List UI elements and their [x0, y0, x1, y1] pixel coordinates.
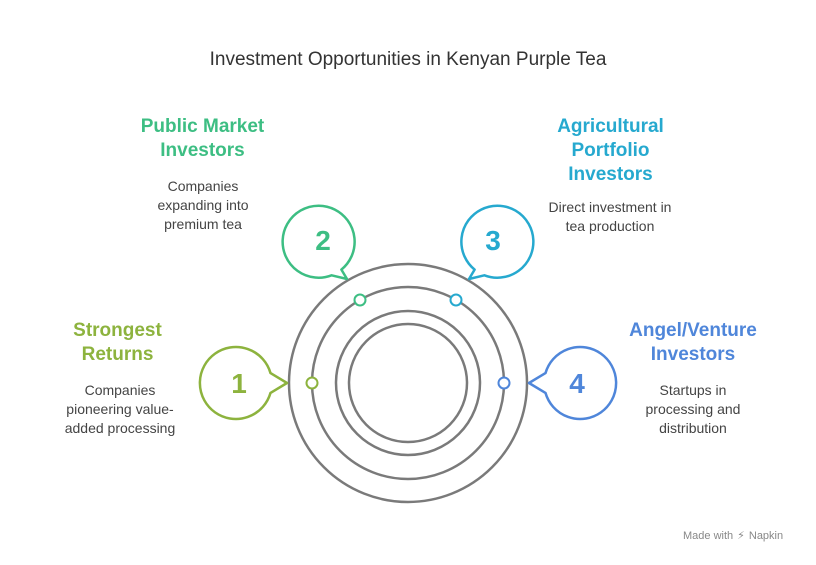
desc-line: Direct investment in — [548, 199, 672, 215]
badge-1: 1 — [198, 345, 289, 421]
heading-line: Investors — [650, 344, 736, 365]
heading-agricultural-portfolio-investors: Agricultural Portfolio Investors — [528, 115, 693, 187]
heading-line: Strongest — [73, 320, 162, 341]
badge-1-number: 1 — [231, 368, 247, 399]
badge-3-number: 3 — [485, 225, 501, 256]
connector-dot-4 — [497, 376, 511, 390]
desc-line: pioneering value- — [66, 401, 174, 417]
heading-line: Investors — [160, 140, 245, 161]
inner-ring — [347, 322, 469, 444]
outer-ring — [287, 262, 529, 504]
page-title: Investment Opportunities in Kenyan Purpl… — [209, 49, 607, 70]
connector-dot-3 — [449, 293, 463, 307]
desc-angel-venture-investors: Startups in processing and distribution — [613, 381, 773, 438]
heading-line: Returns — [81, 344, 154, 365]
brand-name: Napkin — [748, 530, 784, 542]
desc-line: processing and — [645, 401, 741, 417]
heading-line: Agricultural — [557, 116, 664, 137]
heading-line: Portfolio — [571, 140, 650, 161]
desc-line: premium tea — [164, 216, 242, 232]
desc-strongest-returns: Companies pioneering value- added proces… — [40, 381, 200, 438]
third-ring — [334, 309, 482, 457]
desc-line: tea production — [565, 218, 655, 234]
desc-agricultural-portfolio-investors: Direct investment in tea production — [530, 198, 690, 236]
made-with-label: Made with — [683, 530, 734, 542]
second-ring — [310, 285, 506, 481]
heading-line: Angel/Venture — [629, 320, 757, 341]
napkin-logo-icon: ⚡ — [737, 530, 745, 542]
heading-line: Investors — [568, 164, 653, 185]
heading-angel-venture-investors: Angel/Venture Investors — [608, 319, 778, 367]
desc-line: Startups in — [659, 382, 727, 398]
badge-2-number: 2 — [315, 225, 331, 256]
desc-line: Companies — [167, 178, 239, 194]
desc-line: distribution — [659, 420, 727, 436]
desc-line: expanding into — [157, 197, 249, 213]
badge-2: 2 — [281, 204, 356, 281]
badge-3: 3 — [460, 204, 535, 281]
desc-line: Companies — [84, 382, 156, 398]
connector-dot-1 — [305, 376, 319, 390]
connector-dot-2 — [353, 293, 367, 307]
desc-line: added processing — [64, 420, 176, 436]
desc-public-market-investors: Companies expanding into premium tea — [123, 177, 283, 234]
heading-strongest-returns: Strongest Returns — [40, 319, 195, 367]
footer-attribution: Made with⚡Napkin — [683, 529, 783, 542]
heading-line: Public Market — [140, 116, 265, 137]
heading-public-market-investors: Public Market Investors — [120, 115, 285, 163]
badge-4: 4 — [527, 345, 618, 421]
badge-4-number: 4 — [569, 368, 585, 399]
